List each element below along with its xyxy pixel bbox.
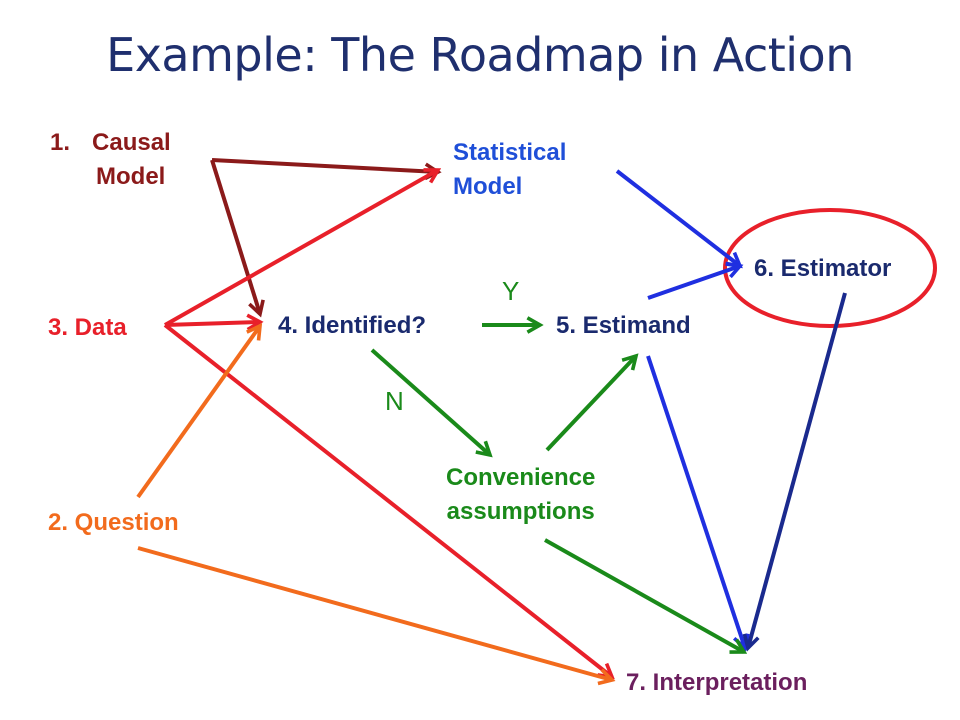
arrow-estimand-to-interpretation: [646, 355, 750, 652]
estimand-node: 5. Estimand: [556, 312, 691, 339]
arrow-identified-to-convenience: [370, 348, 493, 458]
edge-label-yes: Y: [502, 276, 520, 306]
arrow-data-to-identified: [164, 313, 264, 332]
arrow-data-to-interpretation: [163, 323, 615, 680]
convenience-line1: Convenience: [446, 464, 596, 491]
arrow-estimand-to-estimator: [647, 261, 744, 300]
data-node: 3. Data: [48, 314, 127, 341]
arrow-question-to-identified: [136, 323, 263, 499]
estimator-highlight-circle: [723, 208, 937, 328]
arrow-convenience-to-interpretation: [544, 538, 748, 654]
arrow-convenience-to-estimand: [545, 353, 639, 452]
statistical-model-node: Statistical Model: [453, 136, 566, 204]
question-node: 2. Question: [48, 509, 179, 536]
arrow-estimator-to-interpretation: [742, 292, 847, 652]
slide-title: Example: The Roadmap in Action: [106, 28, 854, 82]
identified-node: 4. Identified?: [278, 312, 427, 339]
causal-model-node: 1. Causal Model: [50, 126, 171, 194]
arrow-causal-to-identified: [210, 159, 265, 318]
convenience-assumptions-node: Convenience assumptions: [446, 461, 595, 529]
arrow-causal-to-statistical: [211, 158, 442, 181]
convenience-line2: assumptions: [446, 498, 595, 525]
causal-model-line2: Model: [96, 163, 166, 190]
arrow-statistical-to-estimator: [615, 169, 743, 269]
edge-label-no: N: [385, 386, 404, 416]
statistical-model-line2: Model: [453, 173, 523, 200]
causal-model-number: 1.: [50, 129, 71, 156]
estimator-node: 6. Estimator: [754, 255, 892, 282]
interpretation-node: 7. Interpretation: [626, 669, 808, 696]
arrow-question-to-interpretation: [137, 546, 616, 686]
statistical-model-line1: Statistical: [453, 139, 567, 166]
causal-model-line1: Causal: [92, 129, 171, 156]
arrow-data-to-statistical: [164, 168, 442, 327]
